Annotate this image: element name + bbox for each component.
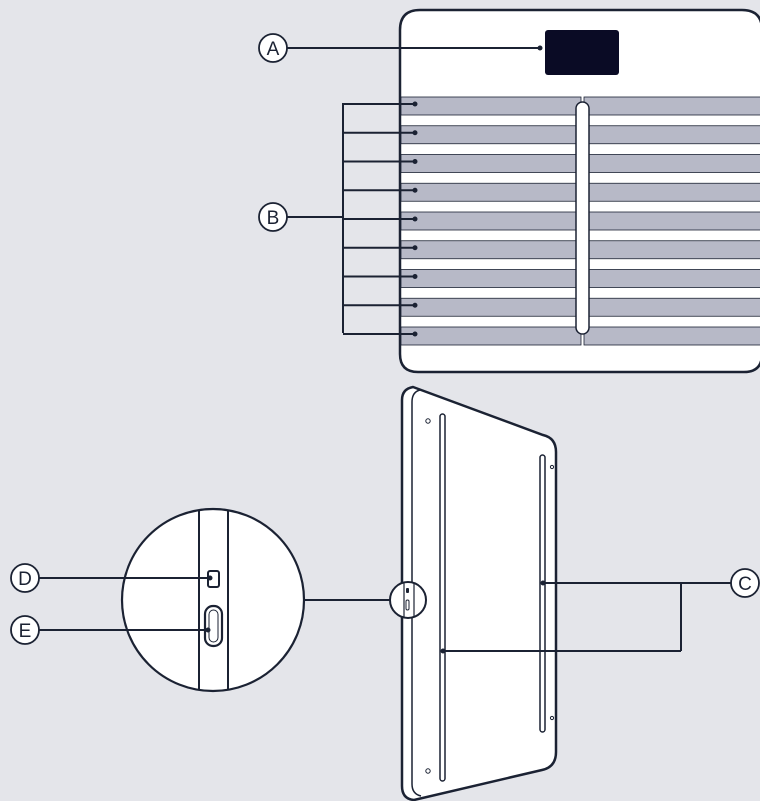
callout-c-label: C — [738, 574, 752, 595]
side-rail-left — [439, 413, 446, 782]
callout-b-dot — [412, 216, 418, 222]
electrode-strip-right — [583, 326, 760, 346]
callout-b-label: B — [267, 208, 280, 229]
callout-a: A — [258, 33, 543, 63]
port-highlight-usb — [406, 588, 409, 593]
electrode-strip-left — [400, 211, 582, 231]
electrode-strip-right — [583, 96, 760, 116]
electrode-strip-right — [583, 182, 760, 202]
electrode-strips — [400, 96, 760, 346]
callout-b-dot — [412, 245, 418, 251]
callout-c-dot-upper — [540, 580, 546, 586]
scale-side-view — [389, 385, 558, 801]
electrode-strip-left — [400, 182, 582, 202]
electrode-strip-right — [583, 269, 760, 288]
callout-b-dot — [412, 302, 418, 308]
electrode-strip-right — [583, 125, 760, 145]
electrode-strip-left — [400, 269, 582, 288]
side-screw-top-left — [425, 418, 431, 424]
callout-b: B — [258, 101, 418, 337]
side-screw-bottom-right — [549, 715, 555, 721]
callout-a-dot — [537, 45, 543, 51]
electrode-strip-right — [583, 211, 760, 231]
zoom-circle — [120, 507, 306, 693]
power-button — [203, 604, 224, 648]
callout-b-dot — [412, 187, 418, 193]
electrode-strip-right — [583, 154, 760, 173]
callout-b-dot — [412, 159, 418, 164]
callout-c-dot-lower — [440, 648, 446, 654]
electrode-strip-left — [400, 240, 582, 260]
callout-b-leaders — [343, 101, 418, 337]
callout-d-dot — [207, 575, 213, 581]
callout-b-dot — [412, 274, 418, 279]
electrode-strip-right — [583, 297, 760, 317]
callout-c: C — [440, 568, 760, 654]
callout-d: D — [10, 563, 213, 593]
callout-d-label: D — [18, 569, 32, 590]
side-screw-bottom-left — [425, 768, 431, 774]
electrode-strip-left — [400, 125, 582, 145]
power-button-inner — [208, 609, 219, 643]
display-screen — [545, 30, 619, 75]
electrode-strip-left — [400, 326, 582, 346]
callout-e: E — [10, 615, 211, 645]
callout-b-dot — [412, 331, 418, 337]
side-rail-right — [539, 454, 546, 733]
electrode-strip-left — [400, 154, 582, 173]
electrode-strip-right — [583, 240, 760, 260]
callout-b-dot — [412, 130, 418, 136]
center-handle-groove — [575, 101, 590, 335]
electrode-strip-left — [400, 96, 582, 116]
callout-e-dot — [205, 627, 211, 633]
zoom-detail — [120, 507, 390, 693]
port-highlight-button — [405, 599, 410, 611]
side-screw-top-right — [549, 464, 555, 470]
callout-a-label: A — [267, 39, 280, 60]
electrode-strip-left — [400, 297, 582, 317]
callout-e-label: E — [19, 621, 32, 642]
callout-b-dot — [412, 101, 418, 107]
scale-top-view — [398, 8, 760, 374]
